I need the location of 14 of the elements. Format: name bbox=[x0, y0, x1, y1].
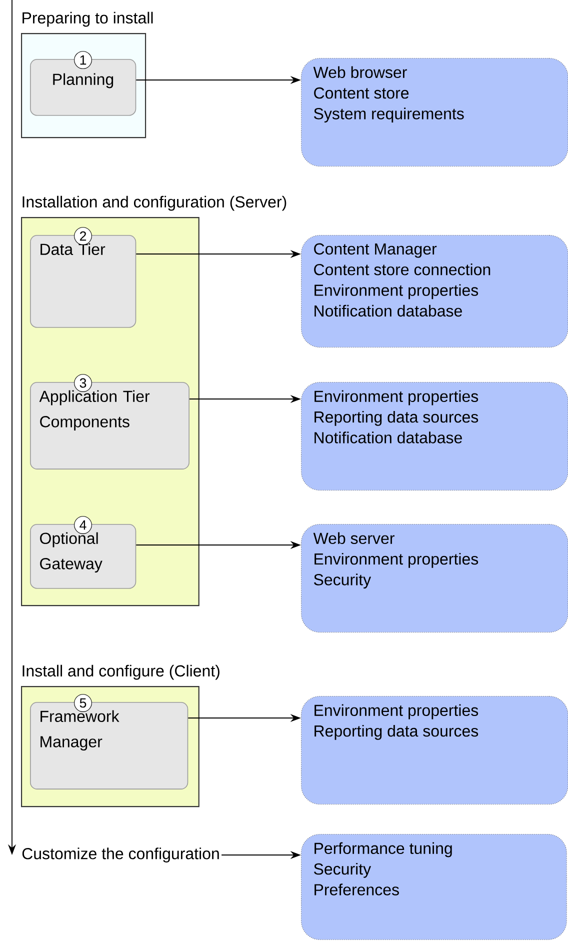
step-number: 3 bbox=[74, 374, 92, 392]
info-box: Web browser Content store System requirements bbox=[301, 58, 568, 167]
info-box: Content Manager Content store connection Environment properties Notification database bbox=[301, 235, 568, 348]
info-box: Performance tuning Security Preferences bbox=[301, 834, 567, 940]
step-number: 1 bbox=[74, 51, 92, 69]
node-label: Installation and configuration (Server) bbox=[22, 196, 286, 211]
info-box: Environment properties Reporting data sources bbox=[301, 696, 568, 805]
node-label: Install and configure (Client) bbox=[22, 664, 220, 680]
info-box: Environment properties Reporting data sources Notification database bbox=[301, 382, 568, 491]
step-number: 4 bbox=[74, 516, 92, 534]
step-label: Customize the configuration bbox=[22, 848, 219, 862]
node-label: Preparing to install bbox=[22, 12, 153, 27]
info-box: Web server Environment properties Security bbox=[301, 524, 568, 633]
step-number: 5 bbox=[74, 694, 92, 712]
